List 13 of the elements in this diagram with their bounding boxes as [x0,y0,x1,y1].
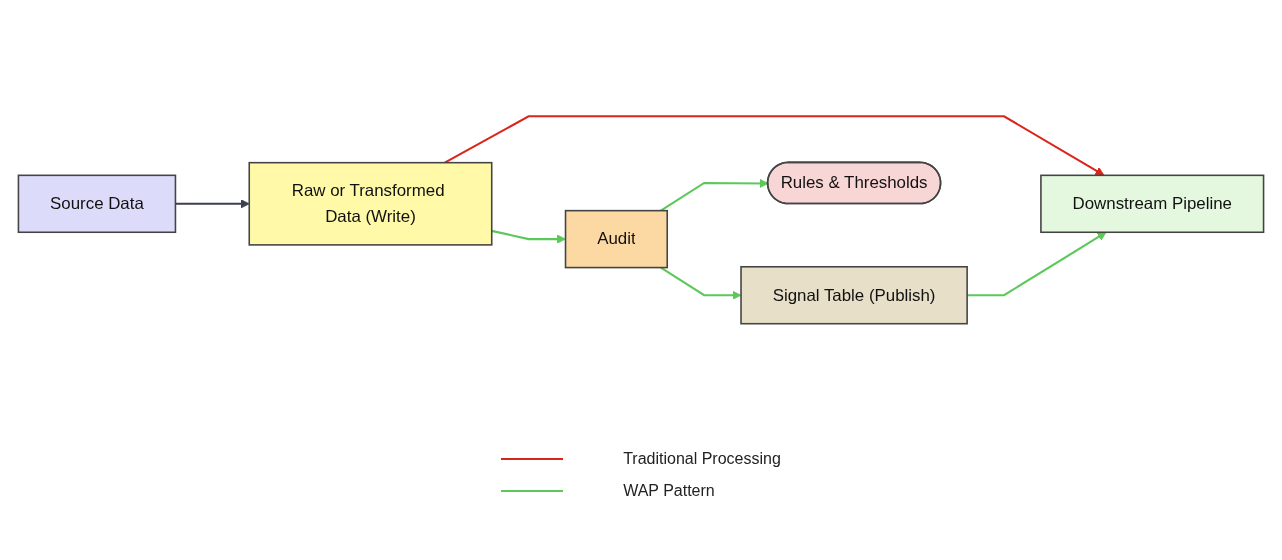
legend-text: Traditional Processing [623,450,781,468]
arrow [967,231,1107,297]
arrow [660,266,742,300]
arrow [444,115,1105,176]
legend-text: WAP Pattern [623,482,715,500]
node-box: Downstream Pipeline [1040,174,1265,234]
arrow [175,199,250,209]
node-box: Raw or Transformed Data (Write) [248,161,493,246]
arrow [660,178,769,212]
node-box: Signal Table (Publish) [740,266,968,325]
arrow [491,229,566,244]
node-box: Audit [564,209,668,269]
node-box: Source Data [17,174,177,234]
